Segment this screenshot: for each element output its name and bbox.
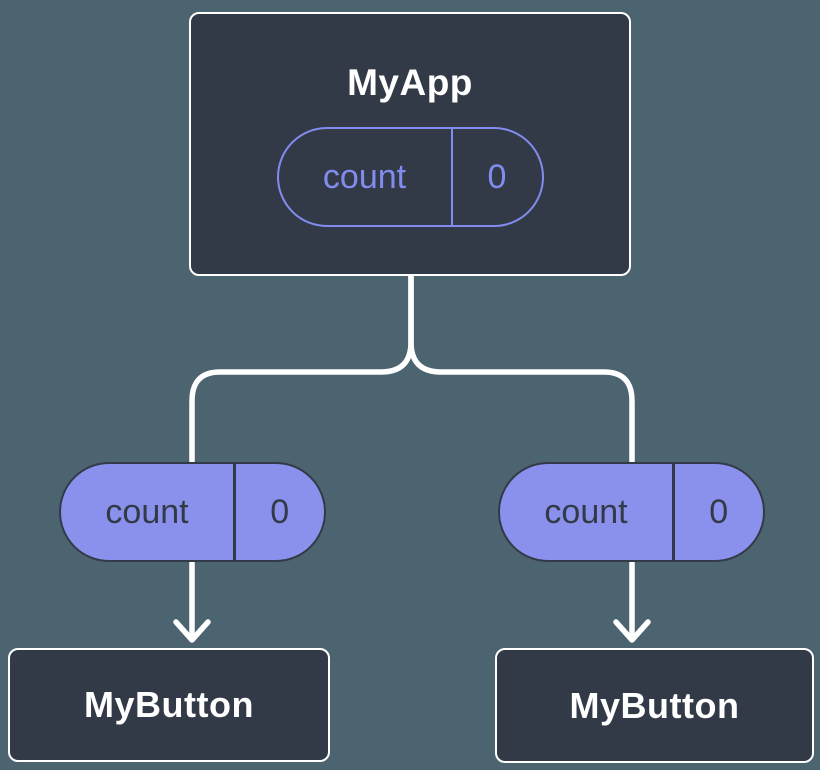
prop-pill-left-value: 0 bbox=[270, 492, 290, 531]
child-component-card-left: MyButton bbox=[8, 648, 330, 762]
child-component-title-left: MyButton bbox=[84, 684, 254, 725]
state-pill-name: count bbox=[322, 157, 407, 196]
prop-pill-left-name: count bbox=[105, 492, 189, 531]
root-component-card: MyApp count 0 bbox=[189, 12, 631, 276]
root-component-title: MyApp bbox=[347, 62, 473, 103]
prop-pill-left: count 0 bbox=[59, 462, 326, 562]
prop-pill-right: count 0 bbox=[498, 462, 765, 562]
pill-divider bbox=[450, 129, 453, 225]
state-pill: count 0 bbox=[276, 127, 544, 227]
arrowhead-icon-right bbox=[613, 619, 651, 643]
arrowhead-icon-left bbox=[173, 619, 211, 643]
pill-divider bbox=[672, 464, 675, 560]
child-component-card-right: MyButton bbox=[495, 648, 814, 763]
prop-pill-right-value: 0 bbox=[709, 492, 729, 531]
state-pill-value: 0 bbox=[487, 157, 507, 196]
prop-pill-right-name: count bbox=[544, 492, 628, 531]
pill-divider bbox=[233, 464, 236, 560]
child-component-title-right: MyButton bbox=[569, 684, 740, 726]
branch-line-right bbox=[408, 269, 635, 471]
branch-line-left bbox=[189, 269, 414, 471]
